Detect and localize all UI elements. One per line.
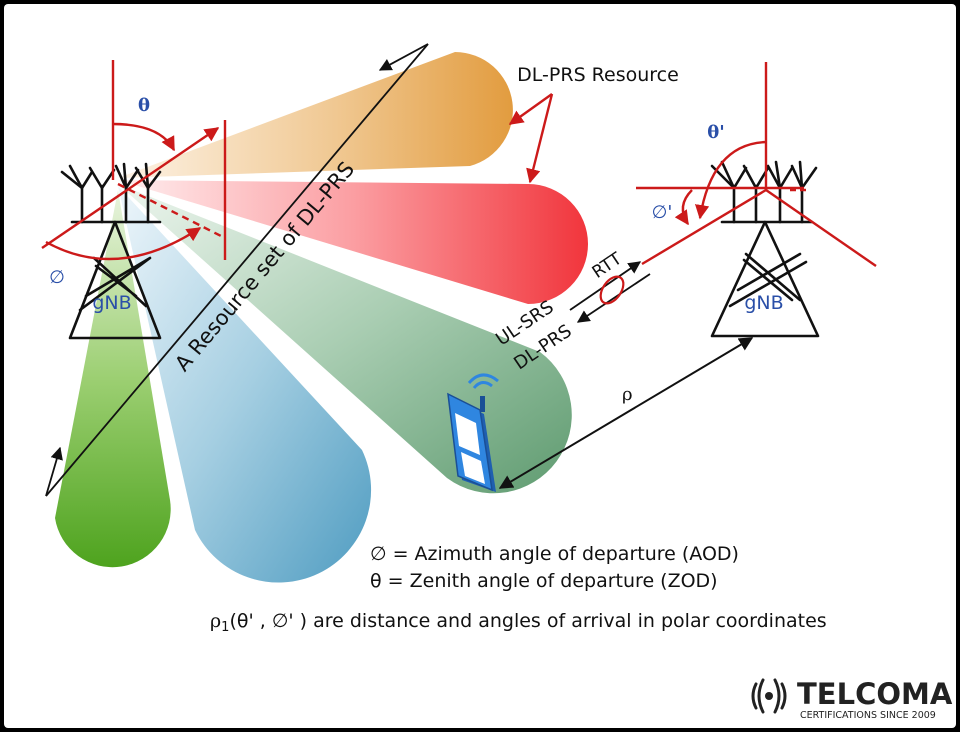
phi-prime-label: ∅' [652,202,673,223]
theta-prime-label: θ' [707,122,725,143]
theta-label: θ [138,95,150,116]
resource-set-line [45,43,429,497]
gnb-tower-left [60,162,162,340]
legend-polar: ρ1(θ' , ∅' ) are distance and angles of … [210,610,827,635]
diagram-frame: gNB gNB θ ∅ θ' ∅' DL-PRS Resource [4,4,956,728]
dl-prs-resource-arrows [508,93,554,184]
beam-green-light [55,190,171,568]
right-angle-geometry [636,62,877,267]
logo-tagline: CERTIFICATIONS SINCE 2009 [800,710,936,721]
left-angle-geometry [41,60,227,261]
beam-blue [118,186,372,583]
rho-arrow [498,337,754,489]
legend-zenith: θ = Zenith angle of departure (ZOD) [370,570,718,592]
signal-dot [765,692,773,700]
legend-polar-sub: 1 [221,620,229,635]
legend-polar-rho: ρ [210,610,221,632]
logo-name: TELCOMA [797,677,953,711]
phi-label: ∅ [49,267,65,288]
gnb-right-label: gNB [744,292,783,314]
rho-label: ρ [622,384,633,405]
positioning-diagram: gNB gNB θ ∅ θ' ∅' DL-PRS Resource [41,43,953,721]
beam-orange [118,52,513,178]
ue-phone-icon [447,373,499,492]
legend-azimuth: ∅ = Azimuth angle of departure (AOD) [370,543,739,565]
rtt-ellipse [599,275,625,305]
beam-red [118,180,588,304]
gnb-left-label: gNB [92,292,131,314]
dl-prs-resource-label: DL-PRS Resource [517,64,679,86]
signal-icon [751,678,787,714]
legend-polar-text: (θ' , ∅' ) are distance and angles of ar… [229,610,826,632]
telcoma-logo: TELCOMA CERTIFICATIONS SINCE 2009 [751,677,953,721]
